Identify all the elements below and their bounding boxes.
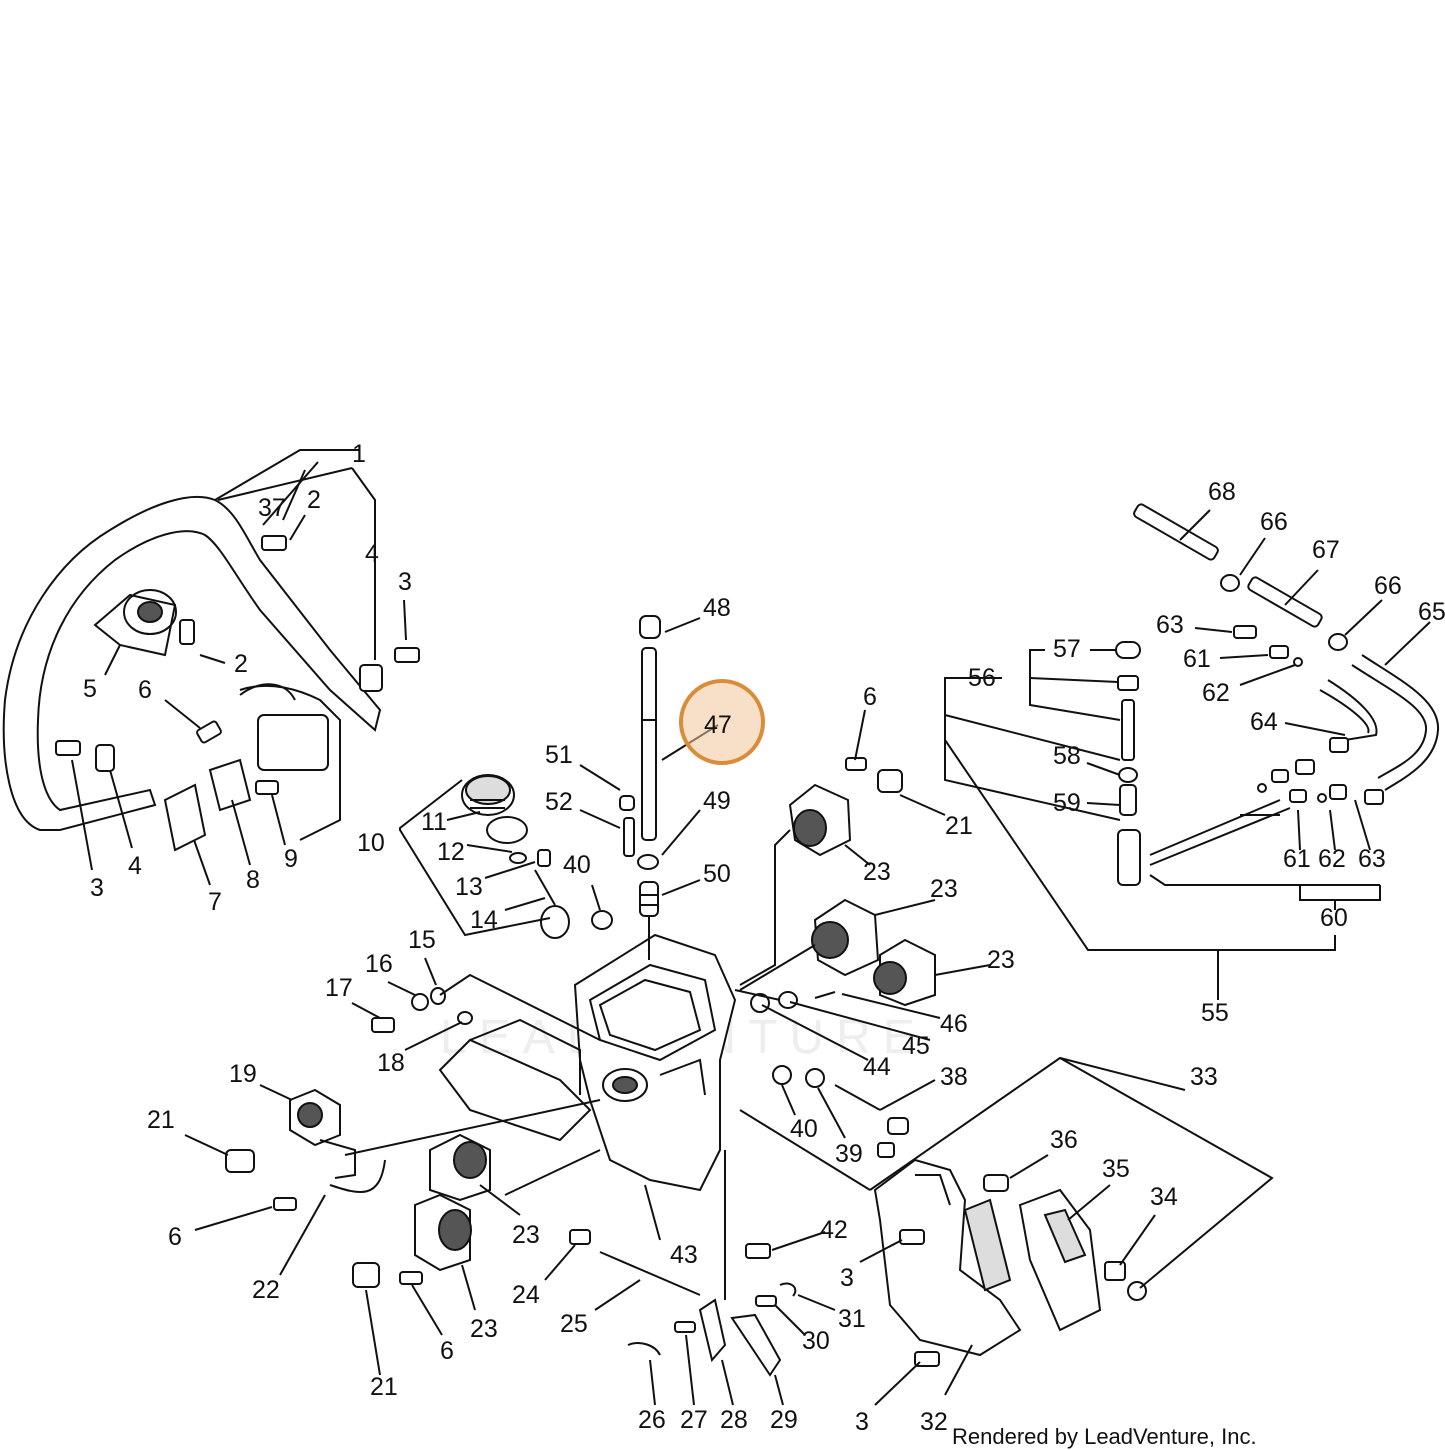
oil-tank-housing bbox=[438, 615, 737, 1192]
callout-32[interactable]: 32 bbox=[920, 1408, 948, 1436]
callout-42[interactable]: 42 bbox=[820, 1216, 848, 1244]
callout-25[interactable]: 25 bbox=[560, 1310, 588, 1338]
callout-56[interactable]: 56 bbox=[968, 664, 996, 692]
callout-40[interactable]: 40 bbox=[563, 851, 591, 879]
callout-17[interactable]: 17 bbox=[325, 974, 353, 1002]
callout-1[interactable]: 1 bbox=[352, 440, 366, 468]
callout-40[interactable]: 40 bbox=[790, 1115, 818, 1143]
callout-30[interactable]: 30 bbox=[802, 1327, 830, 1355]
callout-60[interactable]: 60 bbox=[1320, 904, 1348, 932]
callout-55[interactable]: 55 bbox=[1201, 999, 1229, 1027]
callout-44[interactable]: 44 bbox=[863, 1053, 891, 1081]
credit-text: Rendered by LeadVenture, Inc. bbox=[952, 1424, 1257, 1449]
callout-4[interactable]: 4 bbox=[365, 540, 379, 568]
callout-65[interactable]: 65 bbox=[1418, 598, 1445, 626]
callout-43[interactable]: 43 bbox=[670, 1241, 698, 1269]
callout-36[interactable]: 36 bbox=[1050, 1126, 1078, 1154]
callout-15[interactable]: 15 bbox=[408, 926, 436, 954]
callout-19[interactable]: 19 bbox=[229, 1060, 257, 1088]
callout-10[interactable]: 10 bbox=[357, 829, 385, 857]
callout-29[interactable]: 29 bbox=[770, 1406, 798, 1434]
callout-50[interactable]: 50 bbox=[703, 860, 731, 888]
oil-pump-group bbox=[1115, 503, 1440, 886]
callout-14[interactable]: 14 bbox=[470, 906, 498, 934]
callout-64[interactable]: 64 bbox=[1250, 708, 1278, 736]
callout-21[interactable]: 21 bbox=[945, 812, 973, 840]
callout-21[interactable]: 21 bbox=[370, 1373, 398, 1401]
callout-49[interactable]: 49 bbox=[703, 787, 731, 815]
callout-58[interactable]: 58 bbox=[1053, 742, 1081, 770]
oil-cap-assembly bbox=[461, 774, 570, 939]
callout-35[interactable]: 35 bbox=[1102, 1155, 1130, 1183]
callout-6[interactable]: 6 bbox=[863, 683, 877, 711]
callout-9[interactable]: 9 bbox=[284, 845, 298, 873]
callout-12[interactable]: 12 bbox=[437, 838, 465, 866]
callout-46[interactable]: 46 bbox=[940, 1010, 968, 1038]
callout-18[interactable]: 18 bbox=[377, 1049, 405, 1077]
callout-21[interactable]: 21 bbox=[147, 1106, 175, 1134]
callout-68[interactable]: 68 bbox=[1208, 478, 1236, 506]
front-handle-assembly bbox=[2, 449, 420, 852]
callout-51[interactable]: 51 bbox=[545, 741, 573, 769]
callout-27[interactable]: 27 bbox=[680, 1406, 708, 1434]
callout-3[interactable]: 3 bbox=[398, 568, 412, 596]
callout-67[interactable]: 67 bbox=[1312, 536, 1340, 564]
callout-24[interactable]: 24 bbox=[512, 1281, 540, 1309]
callout-39[interactable]: 39 bbox=[835, 1140, 863, 1168]
callout-61[interactable]: 61 bbox=[1183, 645, 1211, 673]
anti-vibration-mounts bbox=[225, 757, 936, 1288]
callout-63[interactable]: 63 bbox=[1156, 611, 1184, 639]
callout-61[interactable]: 61 bbox=[1283, 845, 1311, 873]
callout-13[interactable]: 13 bbox=[455, 873, 483, 901]
callout-4[interactable]: 4 bbox=[128, 852, 142, 880]
callout-23[interactable]: 23 bbox=[470, 1315, 498, 1343]
callout-52[interactable]: 52 bbox=[545, 788, 573, 816]
callout-labels: 1 2 37 4 3 5 2 6 3 4 7 8 9 48 47 51 52 4… bbox=[83, 440, 1445, 1436]
callout-11[interactable]: 11 bbox=[421, 808, 447, 836]
callout-3[interactable]: 3 bbox=[90, 874, 104, 902]
small-hardware bbox=[371, 910, 909, 1158]
callout-22[interactable]: 22 bbox=[252, 1276, 280, 1304]
callout-28[interactable]: 28 bbox=[720, 1406, 748, 1434]
callout-23[interactable]: 23 bbox=[987, 946, 1015, 974]
callout-48[interactable]: 48 bbox=[703, 594, 731, 622]
callout-31[interactable]: 31 bbox=[838, 1305, 866, 1333]
callout-7[interactable]: 7 bbox=[208, 888, 222, 916]
callout-8[interactable]: 8 bbox=[246, 866, 260, 894]
callout-47[interactable]: 47 bbox=[704, 711, 732, 739]
callout-2[interactable]: 2 bbox=[307, 486, 321, 514]
callout-6[interactable]: 6 bbox=[440, 1337, 454, 1365]
callout-59[interactable]: 59 bbox=[1053, 789, 1081, 817]
callout-63[interactable]: 63 bbox=[1358, 845, 1386, 873]
leader-lines bbox=[71, 461, 1431, 1406]
callout-66[interactable]: 66 bbox=[1374, 572, 1402, 600]
callout-23[interactable]: 23 bbox=[512, 1221, 540, 1249]
callout-45[interactable]: 45 bbox=[902, 1032, 930, 1060]
callout-33[interactable]: 33 bbox=[1190, 1063, 1218, 1091]
callout-66[interactable]: 66 bbox=[1260, 508, 1288, 536]
callout-2[interactable]: 2 bbox=[234, 650, 248, 678]
callout-62[interactable]: 62 bbox=[1318, 845, 1346, 873]
callout-6[interactable]: 6 bbox=[168, 1223, 182, 1251]
callout-38[interactable]: 38 bbox=[940, 1063, 968, 1091]
chain-brake-assembly bbox=[873, 1158, 1147, 1367]
callout-16[interactable]: 16 bbox=[365, 950, 393, 978]
callout-26[interactable]: 26 bbox=[638, 1406, 666, 1434]
callout-37[interactable]: 37 bbox=[258, 494, 286, 522]
callout-34[interactable]: 34 bbox=[1150, 1183, 1178, 1211]
callout-3[interactable]: 3 bbox=[840, 1264, 854, 1292]
callout-62[interactable]: 62 bbox=[1202, 679, 1230, 707]
highlight-ring-47 bbox=[679, 679, 765, 765]
callout-6[interactable]: 6 bbox=[138, 676, 152, 704]
throttle-parts bbox=[569, 1229, 797, 1377]
callout-23[interactable]: 23 bbox=[930, 875, 958, 903]
callout-23[interactable]: 23 bbox=[863, 858, 891, 886]
callout-5[interactable]: 5 bbox=[83, 675, 97, 703]
callout-3[interactable]: 3 bbox=[855, 1408, 869, 1436]
callout-57[interactable]: 57 bbox=[1053, 635, 1081, 663]
